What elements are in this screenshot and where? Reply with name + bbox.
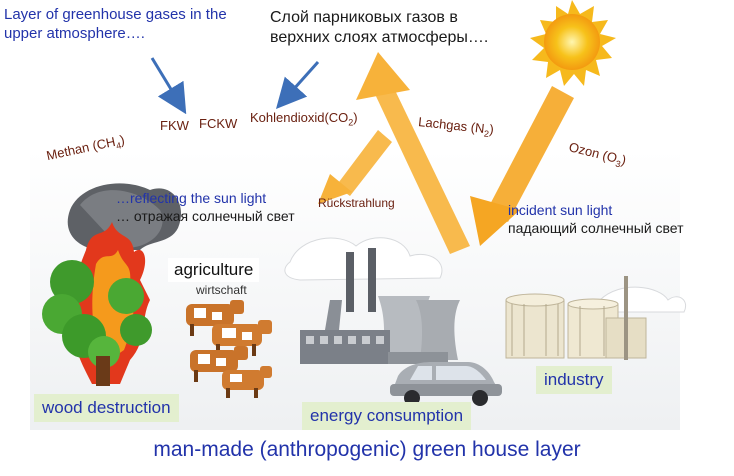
incident-sunlight-arrow bbox=[470, 86, 574, 246]
gas-kohlendioxid: Kohlendioxid(CO2) bbox=[250, 110, 358, 128]
gas-kohlendioxid-text: Kohlendioxid(CO bbox=[250, 110, 349, 125]
agriculture-label: agriculture bbox=[168, 258, 260, 282]
wirtschaft-label: wirtschaft bbox=[196, 283, 247, 297]
pointer-arrow-right bbox=[275, 60, 320, 109]
layer-label-ru-line2: верхних слоях атмосферы…. bbox=[270, 29, 489, 46]
gas-fckw: FCKW bbox=[199, 116, 237, 131]
energy-consumption-label: energy consumption bbox=[302, 402, 472, 430]
reflected-light-arrow-large bbox=[356, 52, 470, 254]
incident-label-ru: падающий солнечный свет bbox=[508, 219, 684, 236]
reflect-label-en: …reflecting the sun light bbox=[116, 190, 267, 206]
layer-label-ru: Слой парниковых газов в верхних слоях ат… bbox=[270, 8, 488, 48]
burning-tree-icon bbox=[42, 183, 182, 386]
gas-fkw-text: FKW bbox=[160, 118, 189, 133]
cows-icon bbox=[186, 300, 272, 398]
power-plant-icon bbox=[284, 237, 460, 364]
industry-icon bbox=[505, 276, 686, 360]
diagram-caption: man-made (anthropogenic) green house lay… bbox=[153, 438, 581, 461]
rueckstrahlung-label: Rückstrahlung bbox=[318, 196, 395, 210]
pointer-arrow-left bbox=[150, 57, 187, 115]
back-radiation-arrow bbox=[318, 130, 392, 204]
reflect-label-ru: … отражая солнечный свет bbox=[116, 207, 295, 224]
wood-destruction-label: wood destruction bbox=[34, 394, 179, 422]
gas-kohlendioxid-sub: 2 bbox=[348, 117, 354, 128]
industry-label: industry bbox=[536, 366, 612, 394]
reflect-label: …reflecting the sun light … отражая солн… bbox=[116, 190, 295, 225]
layer-label-en-line1: Layer of greenhouse gases in the bbox=[4, 6, 227, 23]
layer-label-en: Layer of greenhouse gases in the upper a… bbox=[4, 6, 227, 44]
layer-label-en-line2: upper atmosphere…. bbox=[4, 24, 145, 42]
incident-label: incident sun light падающий солнечный св… bbox=[508, 202, 684, 237]
layer-label-ru-line1: Слой парниковых газов в bbox=[270, 9, 458, 26]
sun-icon bbox=[530, 0, 616, 86]
car-icon bbox=[390, 362, 502, 406]
incident-label-en: incident sun light bbox=[508, 202, 613, 218]
gas-fckw-text: FCKW bbox=[199, 116, 238, 131]
gas-fkw: FKW bbox=[160, 118, 189, 133]
